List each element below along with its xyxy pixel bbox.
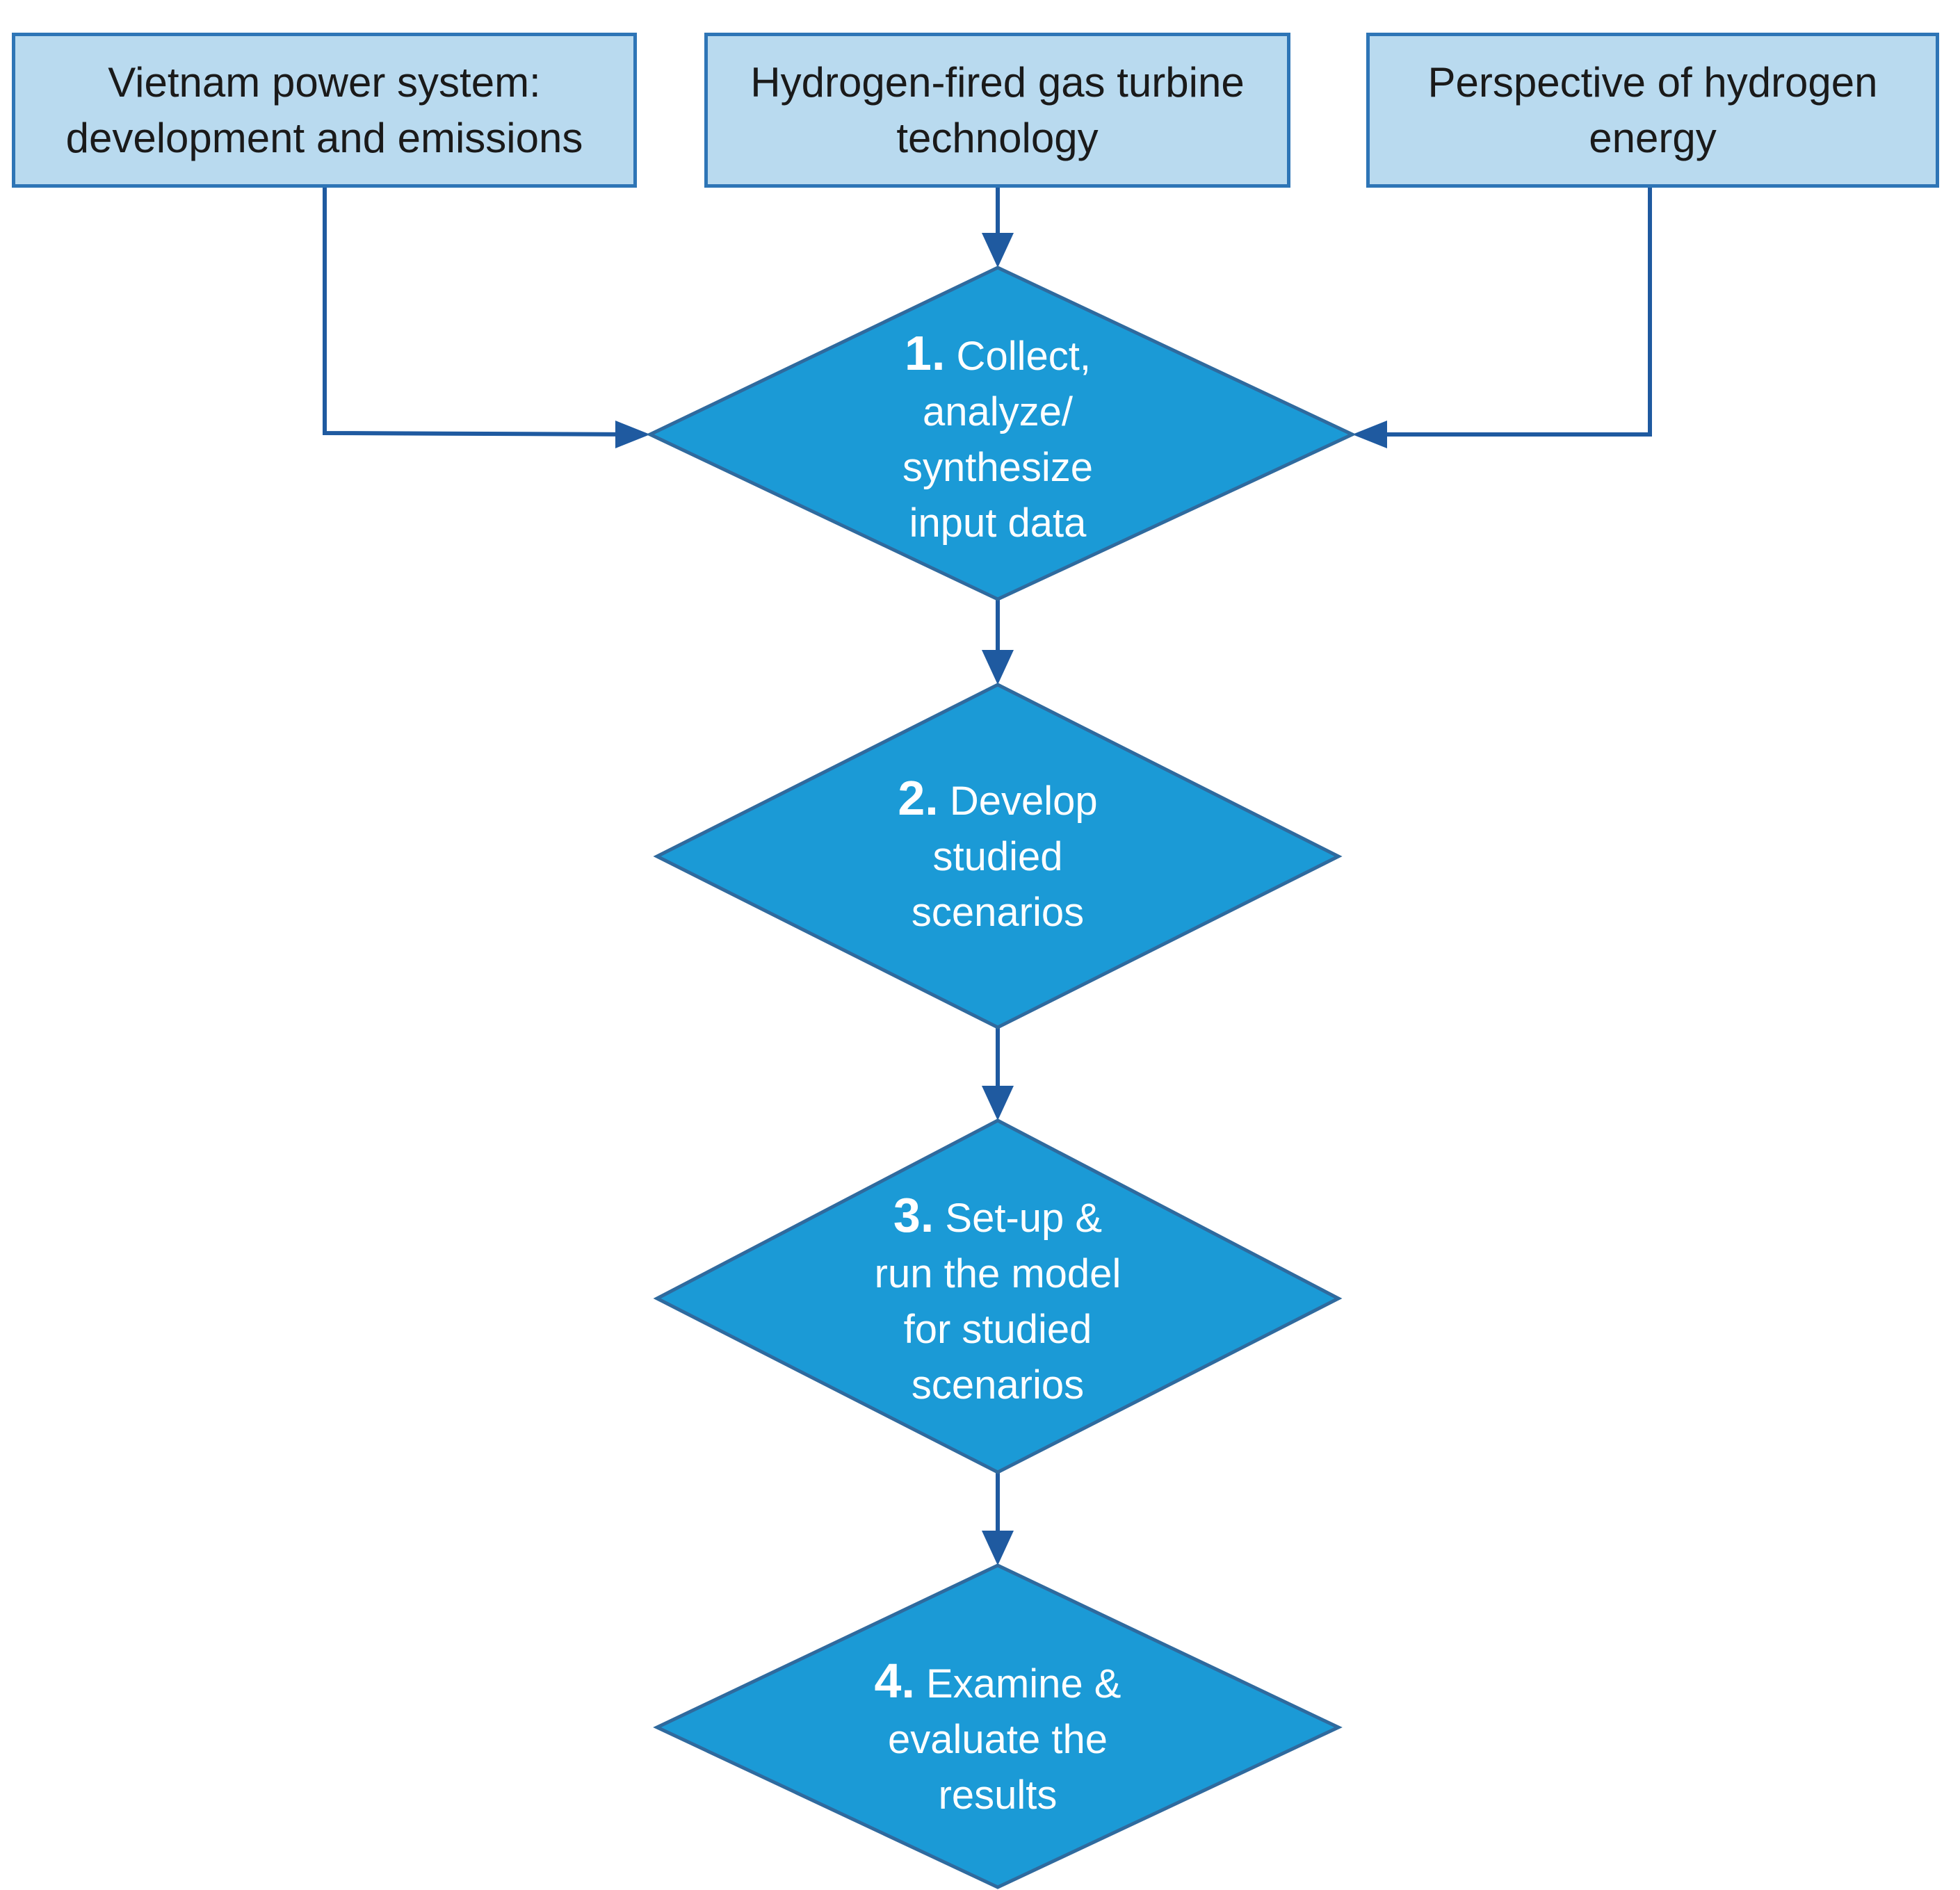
input-box-power-system: Vietnam power system: development and em… (12, 33, 637, 188)
step-2-label: 2. Develop studied scenarios (789, 744, 1206, 966)
connector-perspective-to-step-1 (1384, 188, 1652, 437)
step-2-number: 2. (898, 770, 939, 825)
step-2-line: studied (932, 833, 1063, 879)
step-1-heading: 1. Collect, (905, 325, 1091, 384)
step-4-heading: 4. Examine & (875, 1653, 1121, 1712)
step-3-heading: 3. Set-up & (893, 1187, 1102, 1246)
step-3-diamond (653, 1118, 1343, 1474)
step-3-label: 3. Set-up & run the model for studied sc… (789, 1161, 1206, 1439)
arrowhead-into-step-2 (982, 650, 1014, 685)
step-3-number: 3. (893, 1187, 934, 1242)
step-4-label: 4. Examine & evaluate the results (789, 1627, 1206, 1849)
arrowhead-top-into-step-1 (982, 233, 1014, 268)
step-1-label: 1. Collect, analyze/ synthesize input da… (789, 292, 1206, 584)
step-4-line: results (938, 1772, 1058, 1818)
step-4-diamond (653, 1563, 1343, 1889)
arrowhead-into-step-3 (982, 1086, 1014, 1121)
step-1-line: analyze/ (922, 389, 1074, 434)
arrowhead-into-step-4 (982, 1531, 1014, 1565)
step-3-line: scenarios (911, 1362, 1085, 1408)
step-4-number: 4. (874, 1653, 915, 1708)
step-3-line: for studied (903, 1306, 1092, 1352)
step-2-first-line: Develop (938, 778, 1098, 824)
step-2-line: scenarios (911, 889, 1085, 935)
step-2-heading: 2. Develop (898, 770, 1097, 829)
input-box-hydrogen-perspective: Perspective of hydrogen energy (1366, 33, 1939, 188)
step-3-first-line: Set-up & (934, 1195, 1103, 1241)
step-1-first-line: Collect, (945, 333, 1091, 379)
input-box-hydrogen-turbine: Hydrogen-fired gas turbine technology (704, 33, 1290, 188)
input-box-hydrogen-perspective-label: Perspective of hydrogen energy (1427, 58, 1878, 161)
step-1-line: synthesize (902, 444, 1094, 490)
arrowhead-right-into-step-1 (1352, 421, 1387, 448)
step-1-number: 1. (905, 325, 946, 380)
step-4-first-line: Examine & (914, 1661, 1121, 1706)
step-4-line: evaluate the (887, 1716, 1108, 1762)
step-1-line: input data (909, 500, 1087, 546)
arrowhead-left-into-step-1 (615, 421, 650, 448)
connector-power-system-to-step-1 (323, 188, 640, 437)
input-box-hydrogen-turbine-label: Hydrogen-fired gas turbine technology (750, 58, 1245, 161)
step-2-diamond (653, 683, 1343, 1029)
input-box-power-system-label: Vietnam power system: development and em… (65, 58, 583, 161)
step-3-line: run the model (874, 1251, 1121, 1296)
step-1-diamond (646, 266, 1356, 601)
